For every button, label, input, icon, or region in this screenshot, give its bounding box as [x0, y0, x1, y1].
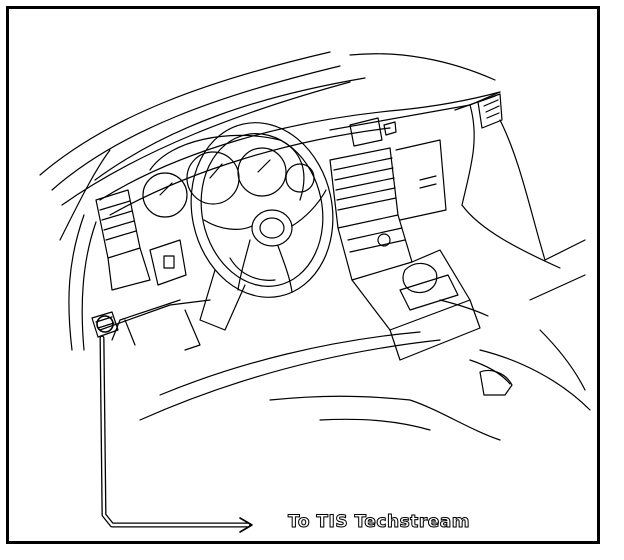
floor-lines	[139, 331, 591, 441]
callout-label: To TIS Techstream	[288, 512, 470, 533]
techstream-cable	[99, 335, 253, 533]
door-panel	[499, 119, 586, 391]
instrument-cluster	[142, 134, 315, 218]
a-pillar	[59, 149, 111, 351]
dlc3-connector	[91, 311, 119, 338]
shift-console	[351, 249, 513, 396]
steering-column	[99, 239, 246, 351]
steering-wheel	[190, 122, 334, 298]
center-vents	[329, 117, 447, 281]
left-vent	[95, 189, 151, 291]
dashboard	[99, 91, 561, 269]
windshield-lines	[39, 51, 496, 206]
